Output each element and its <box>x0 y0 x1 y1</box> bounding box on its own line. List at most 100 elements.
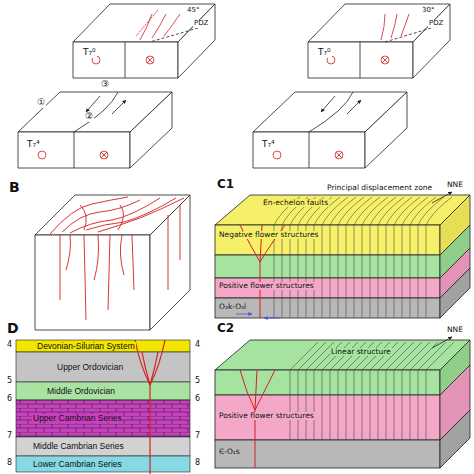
fault-trace <box>426 370 427 440</box>
fault-trace <box>394 225 395 318</box>
fault-block-b <box>50 197 128 234</box>
fault-trace <box>418 342 446 370</box>
panel-letter: C2 <box>216 322 235 335</box>
fault-trace <box>290 342 454 440</box>
block-diagram-a1 <box>125 42 126 78</box>
fault-trace <box>378 225 379 318</box>
annotation-label: NNE <box>446 326 464 334</box>
fault-trace <box>298 370 299 440</box>
stratum-fills <box>16 437 190 456</box>
fault-block-b <box>50 197 184 320</box>
fault-trace <box>402 225 403 318</box>
block-diagram-c2 <box>215 337 470 468</box>
block-diagram-c1 <box>215 225 440 255</box>
fault-trace <box>418 225 419 318</box>
block-diagram-a1 <box>86 96 100 112</box>
block-diagram-a2 <box>253 4 450 168</box>
block-diagram-c1 <box>215 278 440 298</box>
annotation-label: T₇⁴ <box>261 140 276 150</box>
block-diagram-a2 <box>382 57 388 63</box>
fault-trace <box>330 197 356 225</box>
fault-block-b <box>168 215 169 290</box>
block-diagram-a2 <box>381 56 389 64</box>
annotation-label: Linear structure <box>330 348 392 356</box>
block-diagram-c2 <box>215 340 470 370</box>
fault-trace <box>386 370 387 440</box>
block-diagram-a2 <box>347 100 361 114</box>
fault-trace <box>362 225 363 318</box>
block-diagram-a2 <box>401 14 409 36</box>
block-diagram-c2 <box>240 370 255 410</box>
annotation-label: 5 <box>194 377 201 386</box>
fault-block-b <box>62 200 140 232</box>
fault-trace <box>426 225 427 318</box>
stratum-fills <box>16 456 190 472</box>
block-diagram-a1 <box>101 152 107 158</box>
block-diagram-a2 <box>391 14 397 38</box>
fault-trace <box>426 342 454 370</box>
block-diagram-c1 <box>215 255 440 278</box>
fault-trace <box>370 370 371 440</box>
stratum-fills <box>16 352 190 382</box>
block-diagram-a1 <box>147 57 153 63</box>
fault-trace <box>362 197 388 225</box>
block-diagram-c2 <box>215 395 440 440</box>
annotation-label: T₇⁴ <box>26 140 41 150</box>
fault-block-b <box>86 198 176 230</box>
block-diagram-a2 <box>308 42 413 78</box>
annotation-label: 45° <box>186 7 200 15</box>
block-diagram-c1 <box>264 318 280 319</box>
fault-block-b <box>180 205 181 260</box>
stratum-name: Devonian-Silurian System <box>36 342 136 351</box>
block-diagram-c1 <box>215 195 470 225</box>
annotation-label: 4 <box>6 341 13 350</box>
block-diagram-a2 <box>321 96 335 112</box>
stratum-band: Upper Ordovician <box>16 352 190 382</box>
fault-trace <box>330 225 331 318</box>
fault-trace <box>338 370 339 440</box>
fault-block-b <box>60 235 61 300</box>
block-diagram-c2 <box>215 440 440 468</box>
block-diagram-a2 <box>360 42 361 78</box>
annotation-label: O₃k-O₃l <box>218 303 247 311</box>
block-diagram-c1 <box>440 268 470 318</box>
stratum-name: Lower Cambrian Series <box>32 460 123 469</box>
fault-trace <box>386 225 387 318</box>
block-diagram-a1 <box>164 14 180 36</box>
fault-trace <box>322 370 323 440</box>
annotation-label: Principal displacement zone <box>326 184 433 192</box>
annotation-label: NNE <box>446 181 464 189</box>
annotation-label: 6 <box>194 395 201 404</box>
annotation-label: PDZ <box>193 20 209 28</box>
fault-trace <box>370 225 371 318</box>
annotation-label: 30° <box>421 7 435 15</box>
fault-trace <box>274 197 452 318</box>
stratum-fills <box>16 340 190 472</box>
fault-trace <box>354 225 355 318</box>
block-diagram-c2 <box>440 410 470 468</box>
block-diagram-c1 <box>236 314 252 315</box>
annotation-label: 6 <box>6 395 13 404</box>
panel-letter: C1 <box>216 178 235 191</box>
block-diagram-a2 <box>381 14 385 40</box>
fault-block-b <box>66 235 71 270</box>
fault-block-b <box>35 195 190 330</box>
fault-trace <box>370 197 396 225</box>
annotation-label: 5 <box>6 377 13 386</box>
annotation-label: En-echelon faults <box>262 199 329 207</box>
annotation-label: 7 <box>6 432 13 441</box>
stratum-band: Devonian-Silurian System <box>16 340 190 352</box>
fault-block-b <box>98 198 184 232</box>
stratum-name: Middle Cambrian Series <box>32 442 125 451</box>
fault-trace <box>418 197 444 225</box>
panel-letter: B <box>8 180 21 195</box>
block-diagram-a2 <box>309 92 353 168</box>
annotation-label: 8 <box>6 459 13 468</box>
annotation-label: ② <box>84 112 94 122</box>
fault-trace <box>298 342 326 370</box>
fault-trace <box>418 370 419 440</box>
annotation-label: 8 <box>194 459 201 468</box>
stratum-name: Middle Ordovician <box>46 387 116 396</box>
block-diagram-a1 <box>140 14 152 40</box>
fault-trace <box>362 370 363 440</box>
